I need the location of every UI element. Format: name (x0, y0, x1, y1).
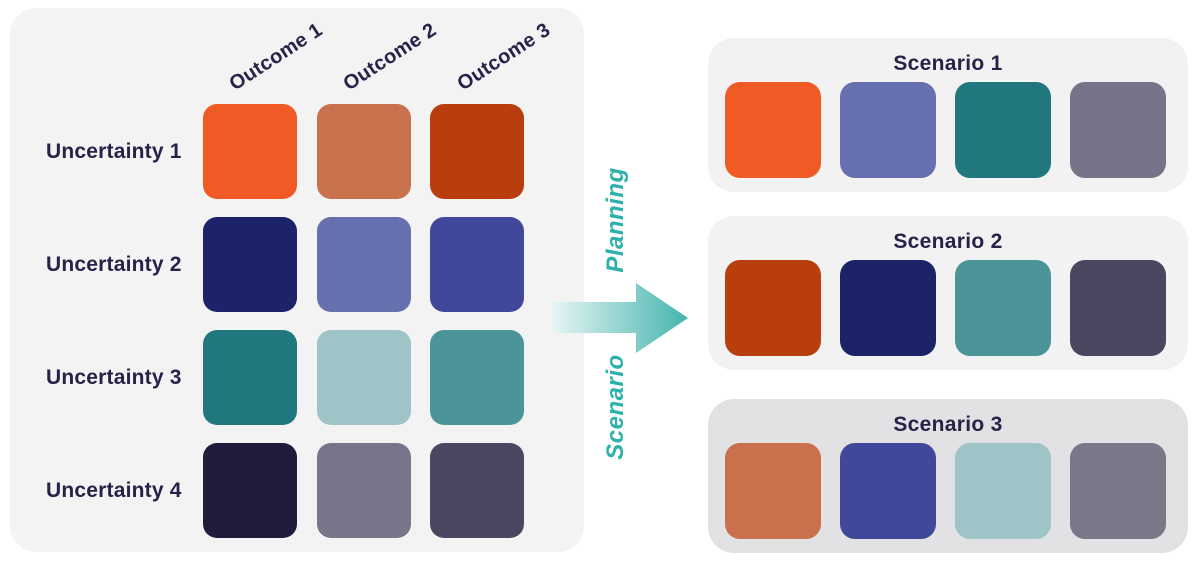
matrix-cell-u4-o1 (203, 443, 297, 538)
scenario-1-swatch-1 (725, 82, 821, 178)
matrix-cell-u3-o1 (203, 330, 297, 425)
scenario-3-swatch-2 (840, 443, 936, 539)
uncertainty-outcome-matrix-panel: Outcome 1 Outcome 2 Outcome 3 Uncertaint… (10, 8, 584, 552)
column-header-outcome-2: Outcome 2 (339, 18, 441, 96)
row-label-uncertainty-3: Uncertainty 3 (46, 366, 182, 389)
scenario-1-swatch-4 (1070, 82, 1166, 178)
scenario-3-swatch-4 (1070, 443, 1166, 539)
matrix-cell-u4-o3 (430, 443, 524, 538)
matrix-cell-u3-o3 (430, 330, 524, 425)
matrix-cell-u2-o1 (203, 217, 297, 312)
scenario-2-swatch-4 (1070, 260, 1166, 356)
scenario-2-swatch-1 (725, 260, 821, 356)
column-header-outcome-1: Outcome 1 (225, 18, 327, 96)
scenario-1-swatch-2 (840, 82, 936, 178)
scenario-1-card: Scenario 1 (708, 38, 1188, 192)
matrix-cell-u1-o1 (203, 104, 297, 199)
scenario-1-swatch-3 (955, 82, 1051, 178)
arrow-label-scenario: Scenario (602, 354, 629, 460)
column-header-outcome-3: Outcome 3 (453, 18, 555, 96)
matrix-cell-u2-o2 (317, 217, 411, 312)
scenario-3-swatch-1 (725, 443, 821, 539)
matrix-cell-u1-o3 (430, 104, 524, 199)
scenario-2-swatch-2 (840, 260, 936, 356)
matrix-cell-u1-o2 (317, 104, 411, 199)
matrix-cell-u3-o2 (317, 330, 411, 425)
scenario-2-swatch-3 (955, 260, 1051, 356)
scenario-3-swatch-3 (955, 443, 1051, 539)
right-arrow-icon (552, 283, 688, 353)
row-label-uncertainty-1: Uncertainty 1 (46, 140, 182, 163)
scenario-2-card: Scenario 2 (708, 216, 1188, 370)
scenario-2-title: Scenario 2 (893, 230, 1003, 253)
matrix-cell-u4-o2 (317, 443, 411, 538)
arrow-label-planning: Planning (602, 167, 629, 273)
scenario-3-card: Scenario 3 (708, 399, 1188, 553)
row-label-uncertainty-2: Uncertainty 2 (46, 253, 182, 276)
row-label-uncertainty-4: Uncertainty 4 (46, 479, 182, 502)
scenario-1-title: Scenario 1 (893, 52, 1003, 75)
scenario-3-title: Scenario 3 (893, 413, 1003, 436)
matrix-cell-u2-o3 (430, 217, 524, 312)
